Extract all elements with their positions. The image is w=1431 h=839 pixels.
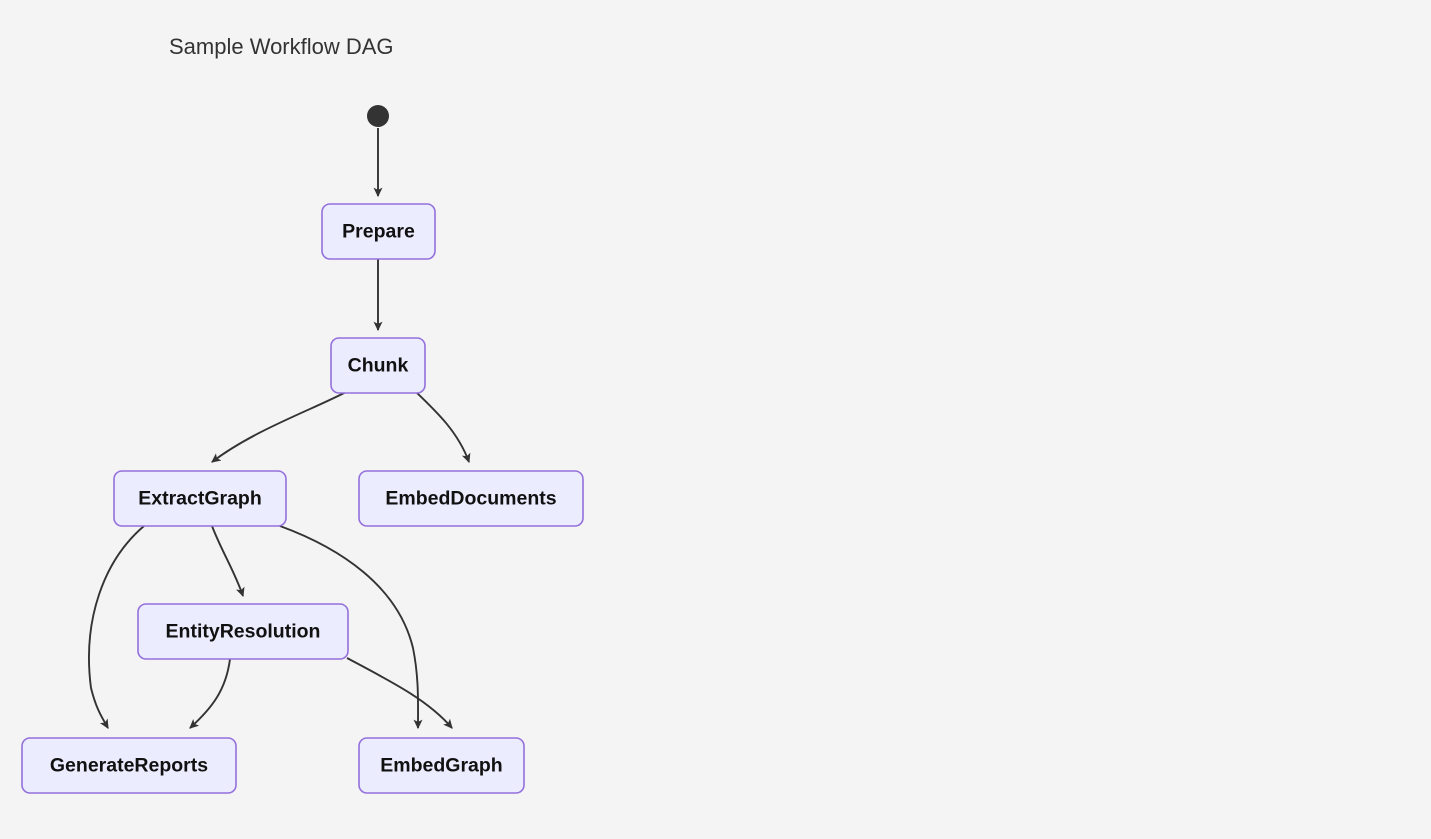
- node-label-entityresolution: EntityResolution: [166, 621, 321, 643]
- node-extractgraph[interactable]: ExtractGraph: [113, 470, 287, 527]
- edge-entityresolution-to-embedgraph: [346, 657, 453, 729]
- node-generatereports[interactable]: GenerateReports: [21, 737, 237, 794]
- edge-entityresolution-to-generatereports: [189, 658, 231, 729]
- node-box-embeddocuments[interactable]: [358, 470, 584, 527]
- edge-extractgraph-to-entityresolution: [211, 525, 245, 598]
- node-box-extractgraph[interactable]: [113, 470, 287, 527]
- node-chunk[interactable]: Chunk: [330, 337, 426, 394]
- edge-chunk-to-extractgraph: [211, 390, 349, 463]
- page-title: Sample Workflow DAG: [169, 34, 394, 59]
- edge-extractgraph-to-generatereports: [88, 525, 145, 729]
- node-box-embedgraph[interactable]: [358, 737, 525, 794]
- node-label-extractgraph: ExtractGraph: [138, 488, 262, 510]
- node-label-generatereports: GenerateReports: [50, 755, 208, 777]
- node-label-prepare: Prepare: [342, 221, 415, 243]
- start-circle: [367, 105, 389, 127]
- edge-extractgraph-to-embedgraph: [279, 525, 423, 730]
- edge-chunk-to-embeddocuments: [414, 390, 471, 464]
- node-label-embedgraph: EmbedGraph: [380, 755, 502, 777]
- node-label-chunk: Chunk: [348, 355, 409, 377]
- node-entityresolution[interactable]: EntityResolution: [137, 603, 349, 660]
- node-box-prepare[interactable]: [321, 203, 436, 260]
- start-node-layer: [367, 105, 389, 127]
- node-embeddocuments[interactable]: EmbedDocuments: [358, 470, 584, 527]
- node-box-chunk[interactable]: [330, 337, 426, 394]
- node-prepare[interactable]: Prepare: [321, 203, 436, 260]
- node-label-embeddocuments: EmbedDocuments: [385, 488, 556, 510]
- edges-layer: [88, 128, 471, 730]
- node-box-generatereports[interactable]: [21, 737, 237, 794]
- node-embedgraph[interactable]: EmbedGraph: [358, 737, 525, 794]
- node-box-entityresolution[interactable]: [137, 603, 349, 660]
